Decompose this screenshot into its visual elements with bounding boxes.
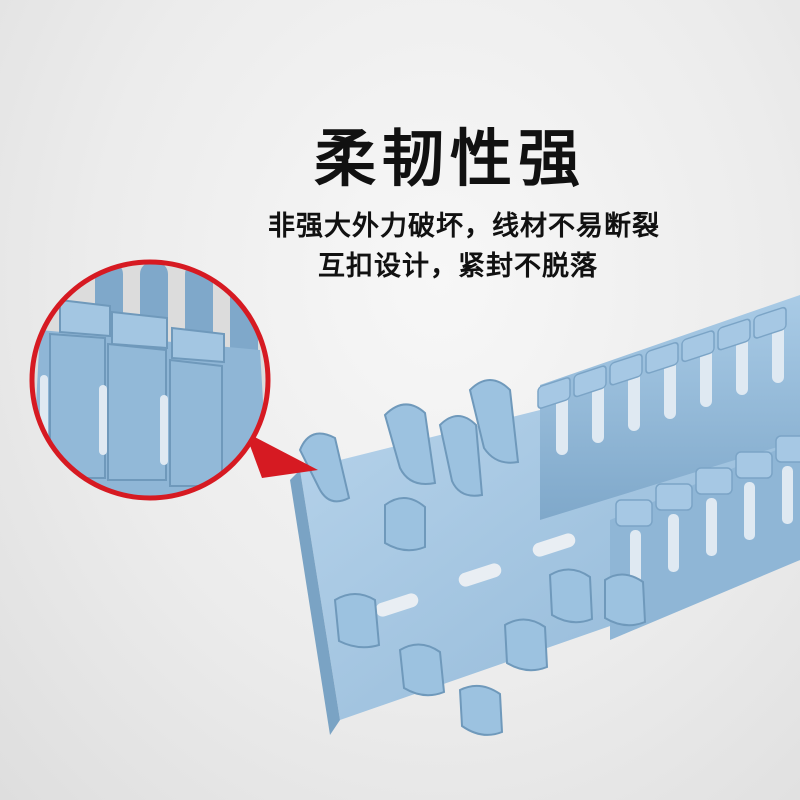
description-line-1: 非强大外力破坏，线材不易断裂	[268, 211, 660, 242]
description-line-2: 互扣设计，紧封不脱落	[318, 251, 598, 282]
magnified-callout	[29, 259, 271, 501]
duct-clips	[298, 379, 647, 736]
callout-pointer	[245, 432, 318, 478]
duct-front-wall	[610, 435, 800, 640]
headline: 柔韧性强	[313, 122, 586, 195]
duct-back-wall	[537, 295, 800, 520]
